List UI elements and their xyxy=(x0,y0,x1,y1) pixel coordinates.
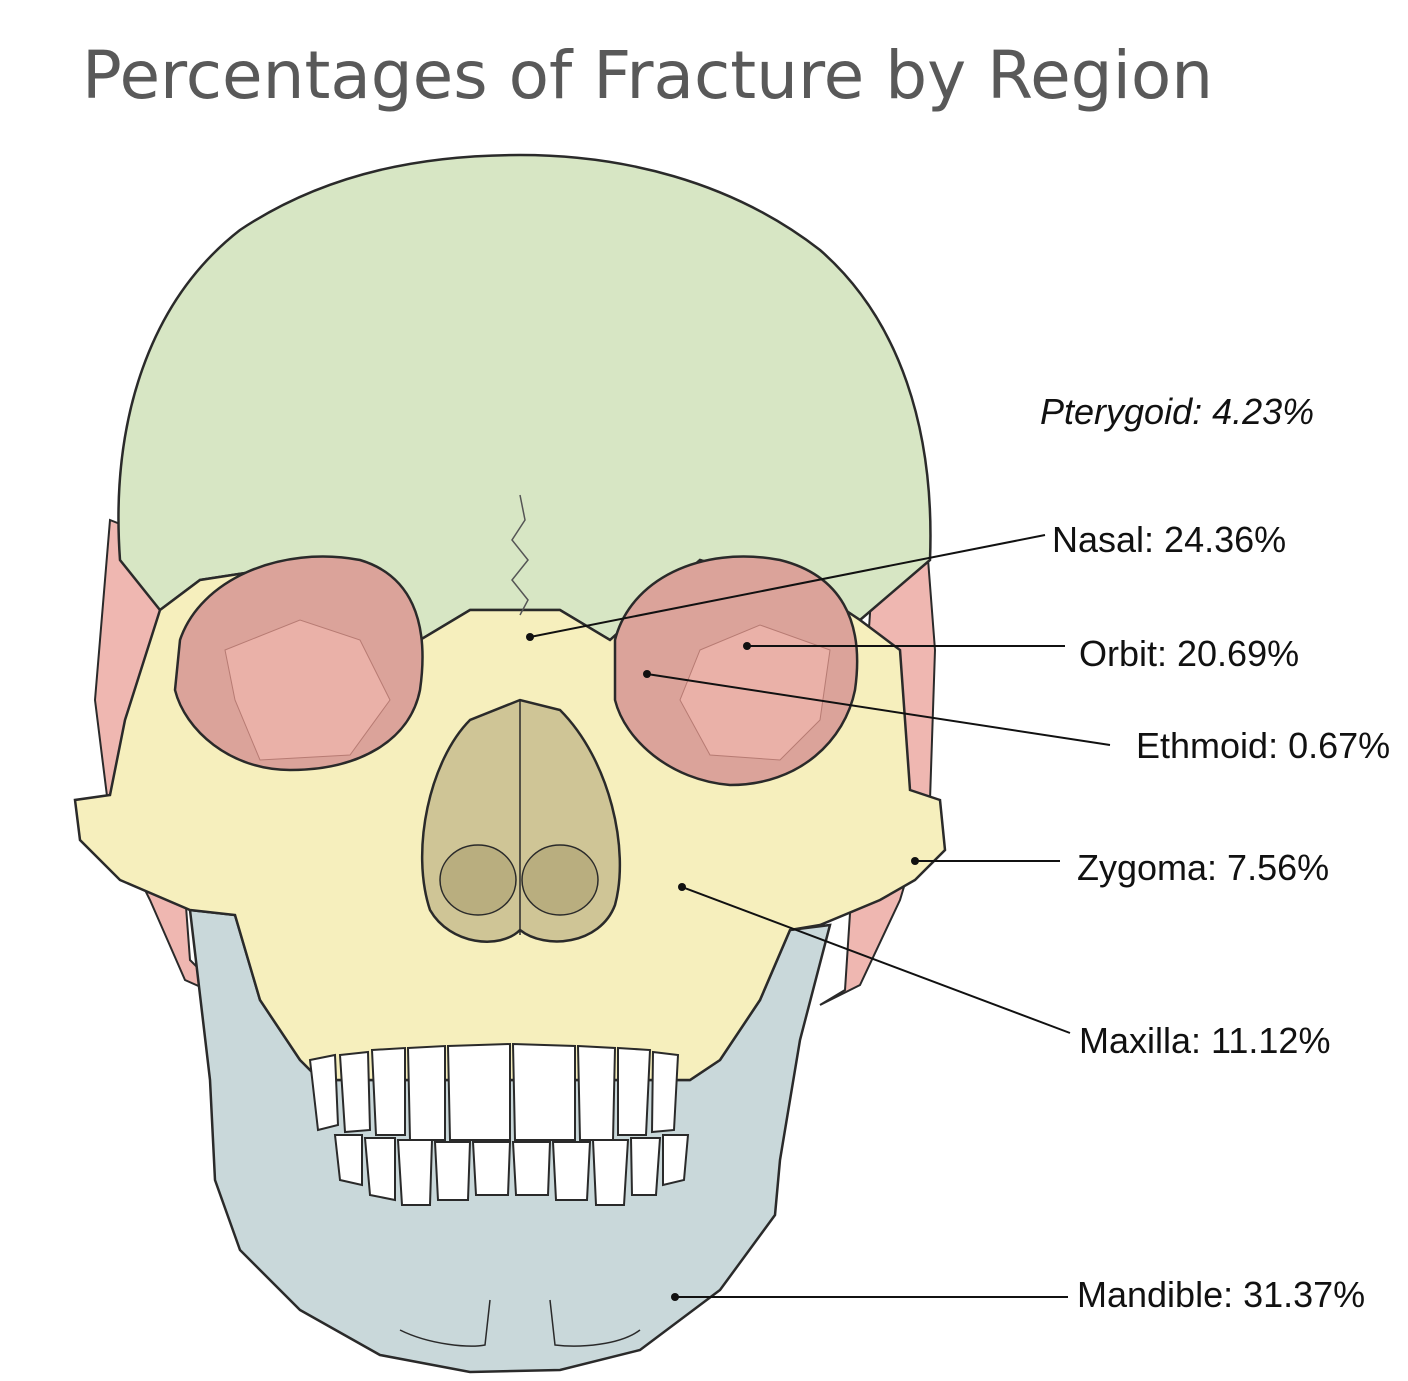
mandible-label: Mandible: 31.37% xyxy=(1077,1277,1365,1313)
zygoma-label: Zygoma: 7.56% xyxy=(1077,850,1329,886)
nasal-concha-left xyxy=(440,845,516,915)
upper-teeth xyxy=(310,1044,678,1140)
orbit-label: Orbit: 20.69% xyxy=(1079,636,1299,672)
ethmoid-label: Ethmoid: 0.67% xyxy=(1136,728,1390,764)
nasal-label: Nasal: 24.36% xyxy=(1052,522,1286,558)
maxilla-label: Maxilla: 11.12% xyxy=(1079,1023,1330,1059)
frontal-region xyxy=(119,155,931,640)
pterygoid-label: Pterygoid: 4.23% xyxy=(1040,394,1314,430)
nasal-concha-right xyxy=(522,845,598,915)
